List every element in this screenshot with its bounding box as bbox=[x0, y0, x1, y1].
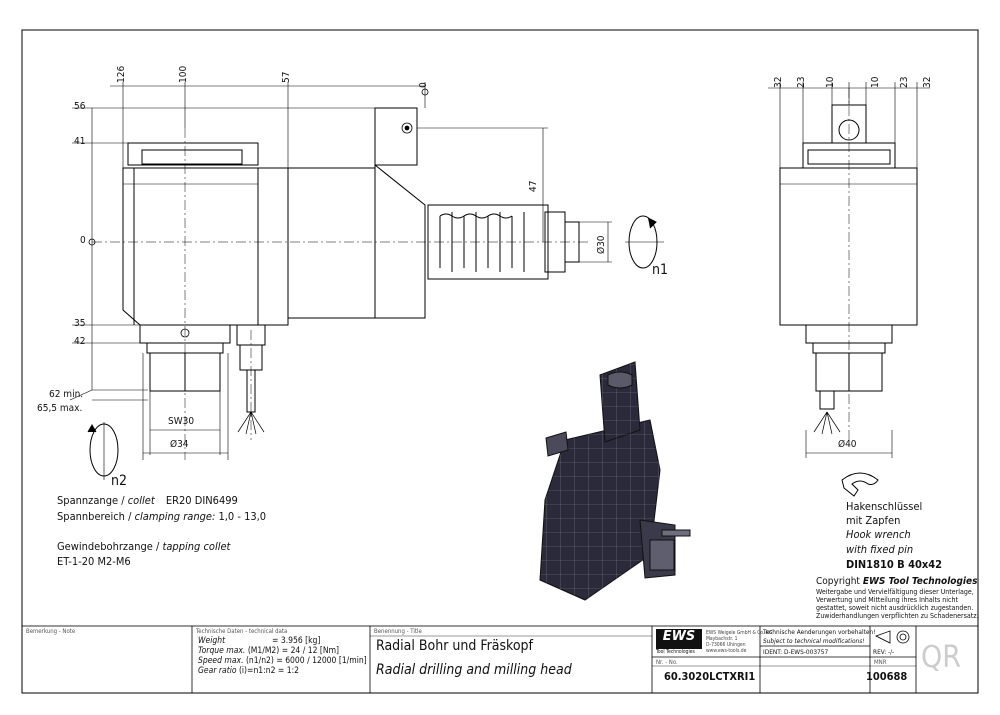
dim-reach-max: 65,5 max. bbox=[37, 403, 83, 414]
rotation-arrow-n1 bbox=[625, 215, 664, 269]
company-address-3: D-73066 Uhingen bbox=[706, 642, 746, 648]
hook-wrench-line-4: with fixed pin bbox=[846, 543, 914, 556]
collet-line-3: Gewindebohrzange / tapping collet bbox=[57, 540, 230, 553]
hook-wrench-line-5: DIN1810 B 40x42 bbox=[846, 558, 943, 571]
dim-height-47: 47 bbox=[528, 180, 539, 192]
tech-row-label: Gear ratio bbox=[198, 666, 237, 676]
collet-line-1-spec: ER20 DIN6499 bbox=[165, 494, 238, 507]
tech-row-gear: Gear ratio (i)=n1:n2 = 1:2 bbox=[198, 666, 299, 676]
dimension-lines-front bbox=[69, 82, 612, 460]
title-block-lines bbox=[21, 625, 979, 694]
tech-row-label: Weight bbox=[198, 636, 226, 646]
copyright-line-4: gestattet, soweit nicht ausdrücklich zug… bbox=[816, 604, 974, 612]
part-number: 60.3020LCTXRI1 bbox=[664, 670, 756, 683]
ident-number: IDENT: D-EWS-003757 bbox=[763, 648, 829, 656]
tech-row-label: Speed max. bbox=[198, 656, 244, 666]
rotation-arrow-n2 bbox=[87, 422, 119, 480]
copyright-brand: EWS Tool Technologies bbox=[862, 576, 978, 587]
copyright-line-5: Zuwiderhandlungen verpflichten zu Schade… bbox=[816, 612, 979, 620]
revision: REV: -/- bbox=[873, 648, 895, 656]
hook-wrench-line-3: Hook wrench bbox=[846, 528, 911, 541]
collet-line-3-en: tapping collet bbox=[162, 540, 231, 553]
tech-row-weight: Weight = 3.956 [kg] bbox=[198, 636, 320, 646]
dim-right-10a: 10 bbox=[825, 76, 836, 88]
dim-right-32a: 32 bbox=[773, 76, 784, 88]
dim-top-100: 100 bbox=[178, 65, 189, 83]
dim-dia40: Ø40 bbox=[838, 439, 857, 450]
collet-line-2-en: clamping range: bbox=[134, 510, 216, 523]
dim-dia30: Ø30 bbox=[596, 235, 607, 254]
change-note-de: Technische Aenderungen vorbehalten! bbox=[763, 628, 876, 636]
dim-right-23a: 23 bbox=[796, 76, 807, 88]
projection-symbol bbox=[874, 630, 910, 644]
collet-line-1-de: Spannzange / bbox=[57, 494, 125, 507]
collet-line-1-en: collet bbox=[127, 494, 155, 507]
dim-reach-min: 62 min. bbox=[49, 389, 84, 400]
rotation-label-n2: n2 bbox=[111, 473, 127, 489]
front-view bbox=[122, 107, 580, 435]
dim-left-41: 41 bbox=[74, 136, 86, 147]
collet-line-1: Spannzange / collet ER20 DIN6499 bbox=[57, 494, 238, 507]
qr-placeholder: QR bbox=[921, 640, 961, 675]
dim-left-56: 56 bbox=[74, 101, 86, 112]
collet-line-4: ET-1-20 M2-M6 bbox=[57, 555, 131, 568]
drawing-title-de: Radial Bohr und Fräskopf bbox=[376, 638, 533, 654]
remark-label: Bemerkung - Note bbox=[26, 628, 76, 635]
dim-right-32b: 32 bbox=[922, 76, 933, 88]
copyright-heading: Copyright EWS Tool Technologies bbox=[816, 576, 977, 587]
dim-left-0: 0 bbox=[80, 235, 86, 246]
side-view bbox=[779, 104, 918, 435]
tech-row-value: = 3.956 [kg] bbox=[272, 636, 321, 646]
hook-wrench-line-1: Hakenschlüssel bbox=[846, 500, 923, 513]
tech-data-label: Technische Daten - technical data bbox=[196, 628, 288, 635]
tech-row-value: = 24 / 12 [Nm] bbox=[281, 646, 340, 656]
copyright-prefix: Copyright bbox=[816, 576, 863, 587]
side-view-dimensions bbox=[768, 82, 930, 458]
company-logo: EWS bbox=[656, 629, 702, 649]
dim-right-10b: 10 bbox=[870, 76, 881, 88]
collet-line-2-de: Spannbereich / bbox=[57, 510, 132, 523]
company-address-2: Maybachstr. 1 bbox=[706, 636, 738, 642]
centre-lines-front bbox=[92, 128, 590, 460]
dim-sw30: SW30 bbox=[168, 416, 195, 427]
tech-row-torque: Torque max. (M1/M2) = 24 / 12 [Nm] bbox=[198, 646, 339, 656]
company-address-4: www.ews-tools.de bbox=[706, 648, 747, 654]
tech-row-value: = 1:2 bbox=[277, 666, 300, 676]
hook-wrench-line-2: mit Zapfen bbox=[846, 514, 901, 527]
mnr-number: 100688 bbox=[866, 670, 908, 683]
company-address-1: EWS Weigele GmbH & Co. KG bbox=[706, 630, 773, 636]
collet-line-3-de: Gewindebohrzange / bbox=[57, 540, 160, 553]
hook-wrench-shape bbox=[841, 472, 879, 497]
rotation-label-n1: n1 bbox=[652, 262, 668, 278]
dim-left-42: 42 bbox=[74, 336, 86, 347]
collet-line-2-val: 1,0 - 13,0 bbox=[218, 510, 267, 523]
collet-line-2: Spannbereich / clamping range: 1,0 - 13,… bbox=[57, 510, 266, 523]
dim-top-126: 126 bbox=[116, 65, 127, 83]
tech-row-sub: (M1/M2) bbox=[247, 646, 280, 656]
iso-3d-view bbox=[539, 361, 691, 601]
title-label: Benennung - Title bbox=[374, 628, 422, 635]
dim-right-23b: 23 bbox=[899, 76, 910, 88]
front-markers bbox=[88, 88, 429, 338]
drawing-title-en: Radial drilling and milling head bbox=[376, 662, 572, 678]
company-logo-text: EWS bbox=[662, 629, 696, 644]
mnr-label: MNR bbox=[874, 659, 887, 666]
tech-row-speed: Speed max. (n1/n2) = 6000 / 12000 [1/min… bbox=[198, 656, 367, 666]
tech-row-sub: (n1/n2) bbox=[245, 656, 274, 666]
number-label: Nr. - No. bbox=[656, 659, 678, 666]
dim-top-0: 0 bbox=[418, 82, 429, 88]
dim-left-35: 35 bbox=[74, 318, 86, 329]
dim-dia34: Ø34 bbox=[170, 439, 189, 450]
tech-row-sub: (i)=n1:n2 bbox=[238, 666, 276, 676]
dim-top-57: 57 bbox=[281, 71, 292, 83]
copyright-line-3: Verwertung und Mitteilung ihres Inhalts … bbox=[816, 596, 958, 604]
change-note-en: Subject to technical modifications! bbox=[763, 637, 865, 645]
tech-row-value: = 6000 / 12000 [1/min] bbox=[276, 656, 367, 666]
copyright-line-2: Weitergabe und Vervielfältigung dieser U… bbox=[816, 588, 974, 596]
company-logo-sub: Tool Technologies bbox=[656, 649, 695, 655]
tech-row-label: Torque max. bbox=[198, 646, 246, 656]
